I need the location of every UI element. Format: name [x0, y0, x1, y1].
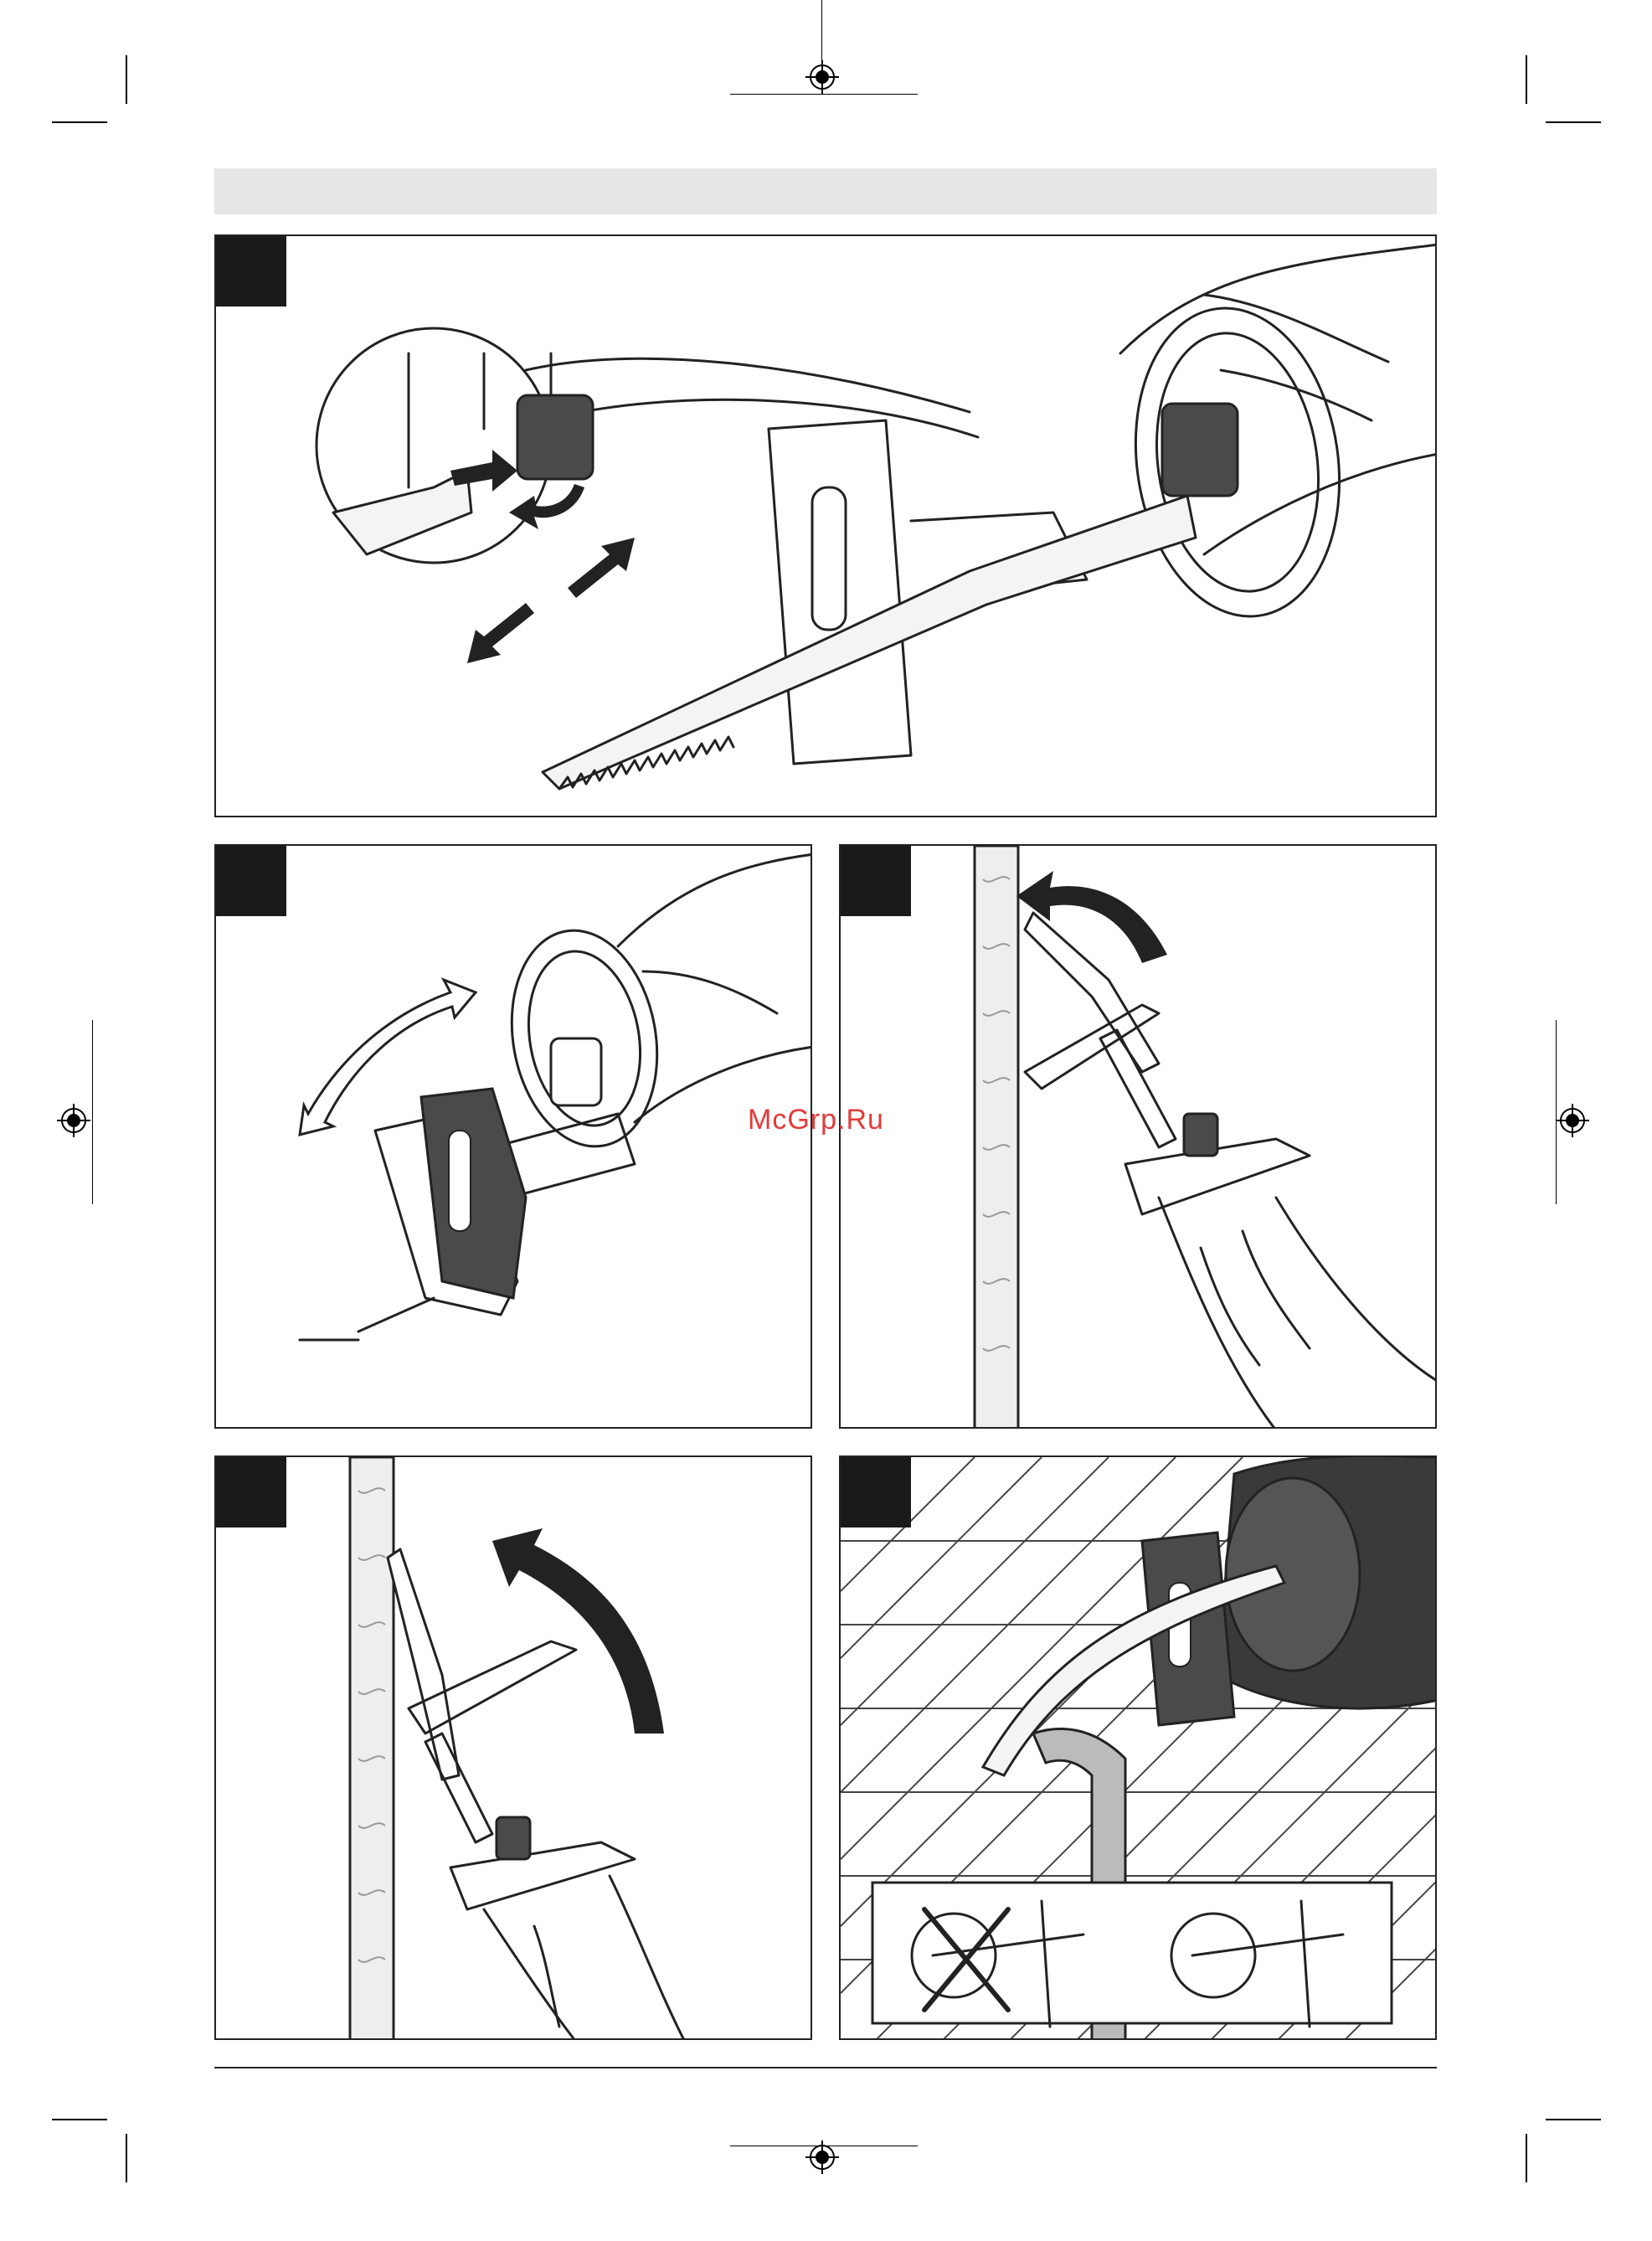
figure-panel-plunge-cut-start — [839, 844, 1437, 1429]
crop-mark — [1556, 1020, 1557, 1204]
registration-mark-icon — [1556, 1104, 1589, 1137]
flush-cut-pipe-illustration-icon — [841, 1457, 1437, 2040]
figure-panel-plunge-cut-continue — [214, 1455, 812, 2040]
figure-number-badge — [841, 1457, 911, 1527]
footplate-swivel-illustration-icon — [216, 846, 812, 1429]
crop-mark — [821, 0, 822, 62]
figure-panel-footplate-adjust — [214, 844, 812, 1429]
figure-panel-blade-insertion — [214, 234, 1437, 817]
registration-mark-icon — [805, 60, 839, 94]
plunge-cut-rotate-illustration-icon — [216, 1457, 812, 2040]
crop-mark — [1526, 55, 1527, 104]
crop-mark — [1526, 2134, 1527, 2182]
crop-mark — [126, 55, 127, 104]
figure-panel-flush-cut-pipe — [839, 1455, 1437, 2040]
crop-mark — [52, 121, 107, 123]
saw-blade-insert-illustration-icon — [216, 236, 1437, 817]
crop-mark — [730, 94, 918, 95]
crop-mark — [1546, 2119, 1601, 2120]
plunge-cut-tilt-illustration-icon — [841, 846, 1437, 1429]
watermark-text: McGrp.Ru — [748, 1104, 884, 1136]
crop-mark — [92, 1020, 93, 1204]
registration-mark-icon — [57, 1104, 90, 1137]
crop-mark — [1546, 121, 1601, 123]
crop-mark — [126, 2134, 127, 2182]
footer-rule — [214, 2067, 1437, 2068]
crop-mark — [52, 2119, 107, 2120]
header-bar — [214, 168, 1437, 214]
